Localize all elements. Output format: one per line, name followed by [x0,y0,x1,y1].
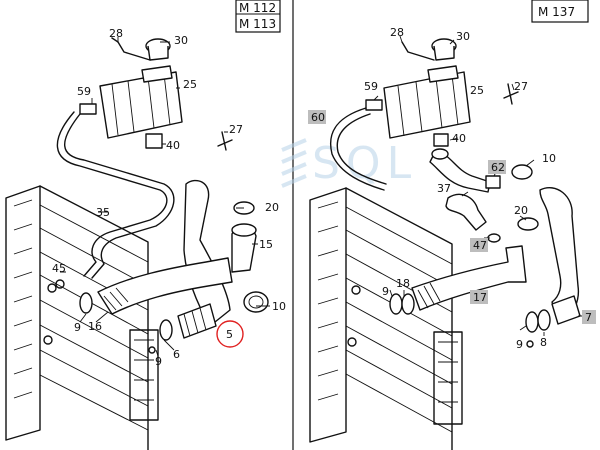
radiator-right [309,187,463,450]
right-panel: M 137 [308,0,596,450]
part-label: 28 [109,27,123,40]
part-label-shaded: 60 [311,111,325,124]
part-label: 9 [516,338,523,351]
bleed-hose-35 [56,111,168,277]
part-label: 6 [173,348,180,361]
part-label: 27 [229,123,243,136]
expansion-tank-left [99,37,183,139]
engine-code-box-left: M 112 M 113 [235,0,281,33]
part-label-shaded: 17 [473,291,487,304]
radiator-left [5,185,159,450]
part-label: 15 [259,238,273,251]
o-ring-9-right [389,293,403,315]
o-ring-8 [537,309,551,331]
left-panel: M 112 M 113 [5,0,286,450]
part-label: 59 [364,80,378,93]
part-label: 27 [514,80,528,93]
clamp-20-right [517,217,539,231]
part-label: 20 [265,201,279,214]
part-label: 30 [456,30,470,43]
clamp-10 [243,291,269,313]
o-ring-6 [159,319,173,341]
part-label: 37 [437,182,451,195]
engine-code: M 137 [538,5,575,19]
part-label-shaded: 47 [473,239,487,252]
part-label: 35 [96,206,110,219]
o-ring-18 [401,293,415,315]
part-label: 40 [452,132,466,145]
part-label: 10 [542,152,556,165]
part-label: 20 [514,204,528,217]
engine-code-box-right: M 137 [531,0,589,23]
lower-hose-16 [97,257,233,315]
part-label: 25 [470,84,484,97]
part-label: 10 [272,300,286,313]
o-ring-9 [79,292,93,314]
clamp-59 [79,103,97,115]
part-label: 9 [382,285,389,298]
part-label-highlighted: 5 [226,328,233,341]
upper-hose-5 [183,179,231,327]
part-label: 40 [166,139,180,152]
part-label: 45 [52,262,66,275]
part-label-shaded: 62 [491,161,505,174]
engine-code: M 113 [239,17,276,31]
fitting-40 [145,133,163,149]
part-label: 9 [155,355,162,368]
screw-27 [217,131,233,151]
plug-45 [55,279,65,289]
lower-hose-17 [411,245,527,311]
part-label: 18 [396,277,410,290]
part-label: 30 [174,34,188,47]
part-label: 28 [390,26,404,39]
highlight-circle [216,320,244,348]
clamp-10-right [511,164,533,180]
expansion-tank-right [365,38,519,147]
part-label: 16 [88,320,102,333]
hose-47 [445,193,487,231]
hose-37 [429,149,491,193]
engine-code: M 112 [239,1,276,15]
part-label: 59 [77,85,91,98]
o-ring-9-right-lower [525,311,539,333]
clamp-62 [485,175,501,189]
part-label: 8 [540,336,547,349]
part-label: 9 [74,321,81,334]
watermark-text: SQL [312,138,417,189]
part-label: 25 [183,78,197,91]
bleed-hose-60 [330,107,385,191]
part-label-shaded: 7 [585,311,592,324]
watermark: SQL [281,138,417,189]
